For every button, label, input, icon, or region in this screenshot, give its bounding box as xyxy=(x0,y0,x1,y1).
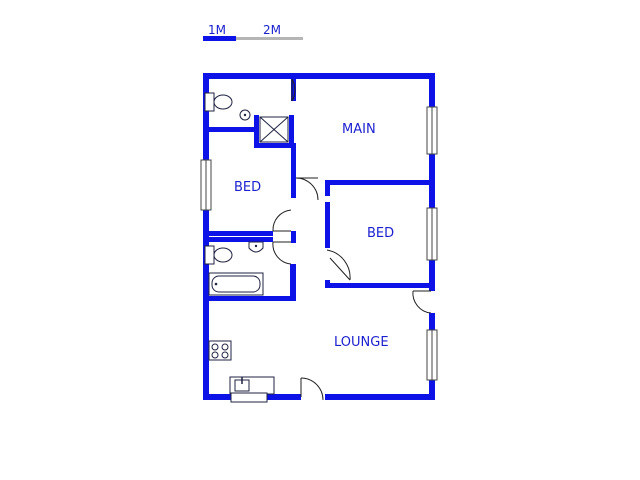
basin-icon xyxy=(248,241,264,253)
room-label-lounge: LOUNGE xyxy=(334,335,389,350)
wall-bed1-bottom xyxy=(203,231,273,236)
wall-left xyxy=(203,73,209,400)
scale-label-2m: 2M xyxy=(263,23,281,37)
wall-bottom-right xyxy=(325,394,435,400)
wall-bed2-left-lower xyxy=(325,280,330,288)
wall-bed2-top xyxy=(325,180,435,185)
door-icon xyxy=(272,209,292,232)
windows xyxy=(200,106,438,381)
scale-bar: 1M 2M xyxy=(203,23,303,41)
doors xyxy=(272,78,432,401)
toilet-icon xyxy=(204,245,233,265)
door-icon xyxy=(326,249,351,281)
fixtures xyxy=(204,92,289,403)
wall-bed1-bottom-r xyxy=(291,231,296,243)
bathtub-icon xyxy=(208,272,264,296)
toilet-icon xyxy=(204,92,233,112)
basin-icon xyxy=(239,109,251,121)
wall-top xyxy=(203,73,435,79)
wall-corridor-upper xyxy=(291,79,296,101)
shower-icon xyxy=(259,116,289,143)
exterior-walls xyxy=(203,73,435,400)
room-labels: MAIN BED BED LOUNGE xyxy=(234,122,394,350)
door-icon xyxy=(412,290,432,314)
wall-shower-right xyxy=(289,115,294,147)
scale-label-1m: 1M xyxy=(208,23,226,37)
wall-shower-bottom xyxy=(254,143,294,148)
door-icon xyxy=(295,177,319,201)
wall-bath2-right xyxy=(290,264,296,300)
wall-bed2-left-upper xyxy=(325,180,330,196)
wall-bath2-bottom xyxy=(203,296,296,301)
wall-corridor-mid xyxy=(291,143,296,178)
room-label-bed-2: BED xyxy=(367,226,394,241)
scale-segment-2m xyxy=(236,37,303,40)
door-icon xyxy=(300,377,324,401)
room-label-main: MAIN xyxy=(342,122,376,137)
sink-icon xyxy=(229,376,275,403)
door-icon xyxy=(272,241,292,265)
stove-icon xyxy=(208,340,232,361)
scale-segment-1m xyxy=(203,36,236,41)
wall-bath2-top xyxy=(203,237,273,242)
room-label-bed-1: BED xyxy=(234,180,261,195)
wall-bed2-left xyxy=(325,202,330,248)
wall-corridor-stub xyxy=(291,176,296,198)
wall-shower-left xyxy=(254,115,259,147)
door-icon xyxy=(291,78,296,102)
wall-bed2-bottom xyxy=(325,283,435,288)
wall-bath-bed xyxy=(203,127,259,132)
interior-walls xyxy=(203,79,435,301)
